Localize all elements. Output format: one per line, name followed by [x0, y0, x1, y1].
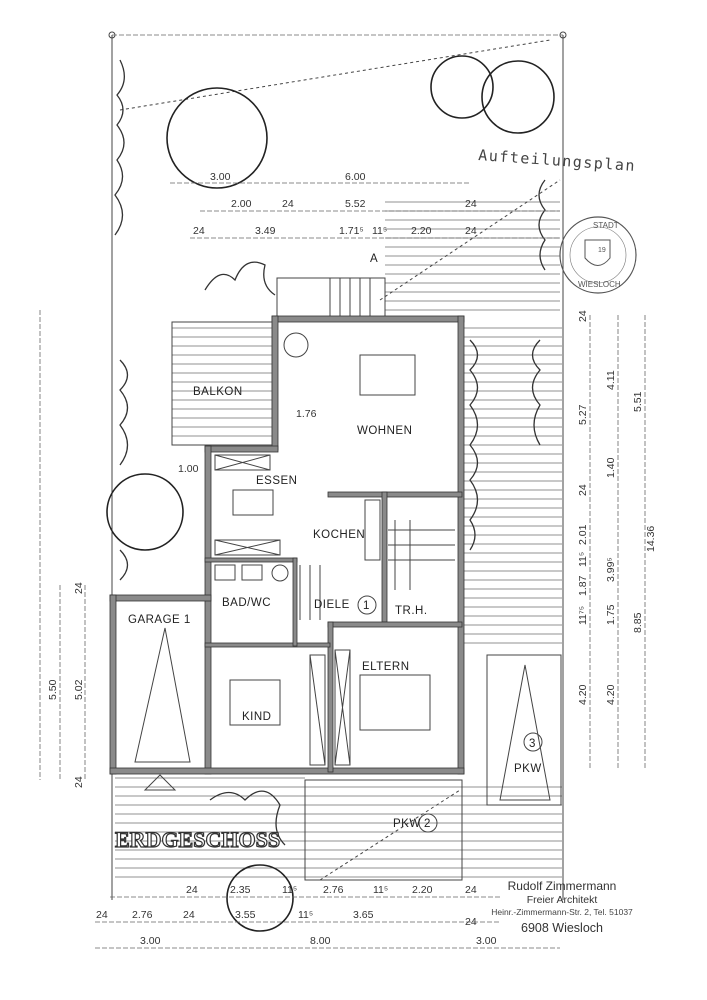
svg-text:11⁵: 11⁵: [298, 909, 313, 921]
svg-text:24: 24: [465, 198, 477, 210]
svg-text:5.51: 5.51: [632, 391, 644, 412]
floor-label: ERDGESCHOSS: [115, 827, 280, 852]
room-wohnen: WOHNEN: [357, 425, 412, 437]
svg-text:11⁷⁵: 11⁷⁵: [577, 606, 589, 625]
svg-text:3.00: 3.00: [140, 935, 161, 947]
trees: [106, 55, 555, 932]
room-kind: KIND: [242, 711, 271, 723]
garden-hatching: [115, 39, 562, 881]
room-bad: BAD/WC: [222, 597, 271, 609]
svg-text:24: 24: [183, 909, 195, 921]
svg-text:4.11: 4.11: [605, 370, 617, 390]
svg-text:5.50: 5.50: [47, 679, 59, 700]
parking-3: [486, 654, 562, 806]
svg-text:3.49: 3.49: [255, 225, 276, 237]
walls: [109, 315, 465, 775]
svg-text:5.52: 5.52: [345, 198, 366, 210]
room-kochen: KOCHEN: [313, 529, 365, 541]
architect-role: Freier Architekt: [527, 894, 598, 906]
parking-3-number: 3: [529, 738, 536, 750]
city-stamp: STADT 19 WIESLOCH: [559, 216, 637, 294]
svg-text:1.75: 1.75: [605, 604, 617, 625]
svg-text:WIESLOCH: WIESLOCH: [578, 280, 621, 289]
svg-text:2.35: 2.35: [230, 884, 251, 896]
dimension-lines: [39, 182, 646, 949]
svg-text:4.20: 4.20: [577, 684, 589, 705]
svg-text:3.65: 3.65: [353, 909, 374, 921]
parking-2-label: PKW: [393, 818, 421, 830]
svg-text:4.20: 4.20: [605, 684, 617, 705]
svg-text:1.00: 1.00: [178, 463, 199, 475]
svg-text:24: 24: [577, 310, 589, 322]
architect-address: Heinr.-Zimmermann-Str. 2, Tel. 51037: [491, 907, 633, 917]
svg-text:2.00: 2.00: [231, 198, 252, 210]
section-mark: A: [370, 253, 378, 265]
svg-text:11⁵: 11⁵: [577, 552, 589, 567]
svg-text:3.00: 3.00: [476, 935, 497, 947]
svg-text:1.87: 1.87: [577, 575, 589, 596]
unit-number: 1: [363, 600, 370, 612]
architect-city: 6908 Wiesloch: [521, 921, 603, 935]
svg-text:24: 24: [186, 884, 198, 896]
room-essen: ESSEN: [256, 475, 298, 487]
room-diele: DIELE: [314, 599, 350, 611]
balcony: [171, 321, 273, 446]
architect-name: Rudolf Zimmermann: [508, 879, 617, 893]
svg-text:11⁵: 11⁵: [372, 225, 387, 237]
dimensions-bottom: 24 2.35 11⁵ 2.76 11⁵ 2.20 24 24 2.76 24 …: [96, 884, 497, 947]
svg-text:8.00: 8.00: [310, 935, 331, 947]
parking-3-label: PKW: [514, 763, 542, 775]
room-balkon: BALKON: [193, 386, 243, 398]
furniture: [214, 332, 455, 766]
garage: [134, 627, 191, 791]
svg-text:5.27: 5.27: [577, 404, 589, 425]
svg-text:24: 24: [193, 225, 205, 237]
svg-text:8.85: 8.85: [632, 612, 644, 633]
room-treppenhaus: TR.H.: [395, 605, 428, 617]
svg-text:3.55: 3.55: [235, 909, 256, 921]
svg-text:19: 19: [598, 247, 606, 254]
svg-text:11⁵: 11⁵: [282, 884, 297, 896]
dimensions-right: 24 5.27 4.11 5.51 1.40 24 2.01 11⁵ 3.99⁵…: [577, 310, 657, 705]
svg-text:2.20: 2.20: [411, 225, 432, 237]
room-eltern: ELTERN: [362, 661, 410, 673]
room-labels: BALKON WOHNEN ESSEN KOCHEN BAD/WC DIELE …: [128, 253, 542, 830]
svg-text:3.99⁵: 3.99⁵: [605, 557, 617, 582]
svg-text:14.36: 14.36: [645, 526, 657, 552]
svg-text:6.00: 6.00: [345, 171, 366, 183]
svg-text:2.20: 2.20: [412, 884, 433, 896]
plan-title: Aufteilungsplan: [478, 146, 637, 175]
entrance-stair: [276, 277, 386, 319]
svg-text:2.01: 2.01: [577, 524, 589, 545]
parking-2-number: 2: [424, 818, 431, 830]
svg-text:1.76: 1.76: [296, 408, 317, 420]
svg-text:2.76: 2.76: [323, 884, 344, 896]
svg-text:24: 24: [73, 776, 85, 788]
svg-text:2.76: 2.76: [132, 909, 153, 921]
architect-block: Rudolf Zimmermann Freier Architekt Heinr…: [491, 879, 633, 935]
room-garage: GARAGE 1: [128, 614, 191, 626]
svg-text:1.40: 1.40: [605, 457, 617, 478]
svg-text:24: 24: [465, 884, 477, 896]
svg-text:11⁵: 11⁵: [373, 884, 388, 896]
svg-text:24: 24: [465, 916, 477, 928]
svg-text:24: 24: [73, 582, 85, 594]
dimensions-top: 3.00 6.00 2.00 24 5.52 24 24 3.49 1.71⁵ …: [193, 171, 477, 237]
svg-text:24: 24: [282, 198, 294, 210]
svg-text:5.02: 5.02: [73, 679, 85, 700]
svg-text:STADT: STADT: [593, 221, 619, 230]
svg-text:24: 24: [465, 225, 477, 237]
svg-text:24: 24: [96, 909, 108, 921]
unit-marker: [357, 595, 377, 615]
svg-text:24: 24: [577, 484, 589, 496]
parking-2: [304, 779, 463, 881]
svg-text:3.00: 3.00: [210, 171, 231, 183]
dimensions-left: 24 5.50 5.02 24 1.00 1.76: [47, 408, 317, 788]
svg-text:1.71⁵: 1.71⁵: [339, 225, 364, 237]
